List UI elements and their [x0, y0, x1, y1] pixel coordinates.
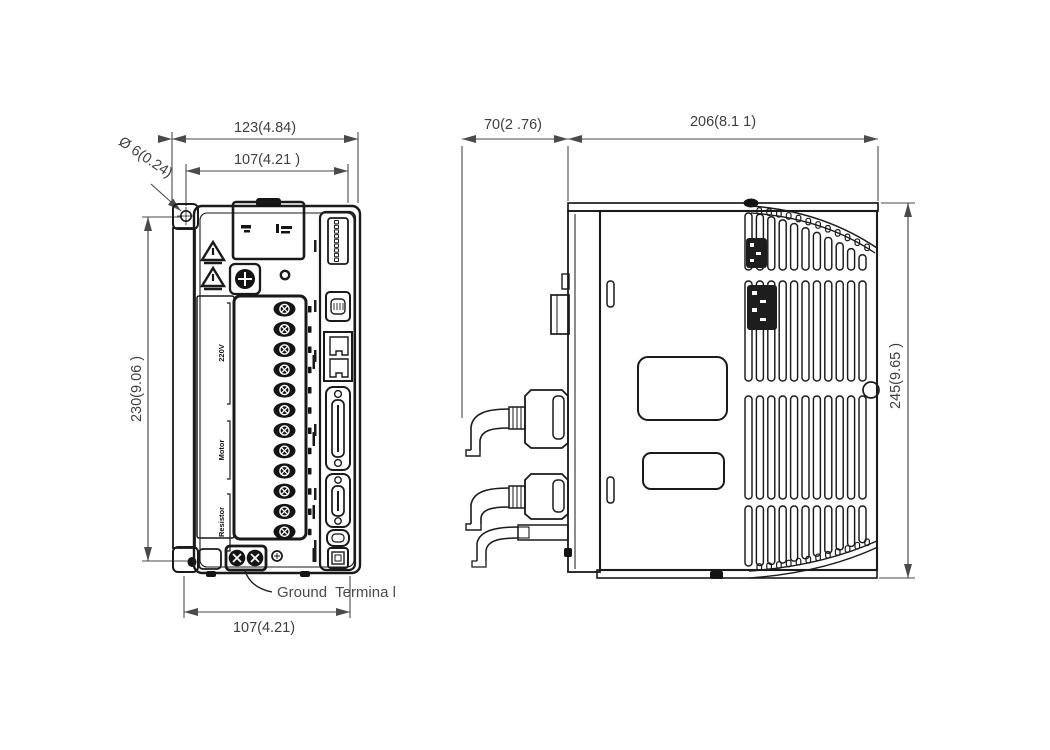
terminal-group-power-label: 220V — [217, 344, 226, 362]
dsub-connector-cn2 — [325, 473, 351, 528]
dim-height-front: 230(9.06 ) — [129, 216, 188, 562]
ground-terminal — [198, 544, 283, 572]
warning-icon — [199, 265, 227, 291]
usb-b-port — [327, 547, 349, 569]
dim-body-depth: 206(8.1 1) — [568, 114, 879, 201]
dim-bottom-width-label: 107(4.21) — [233, 620, 295, 636]
dim-overall-width-label: 123(4.84) — [234, 120, 296, 136]
port-labels — [314, 240, 317, 562]
dim-overall-width: 123(4.84) — [157, 120, 359, 203]
dsub-connector-cn1 — [325, 386, 351, 471]
ground-terminal-label: Ground Termina l — [277, 584, 396, 601]
cover-screw — [228, 262, 262, 296]
dim-mount-width-label: 107(4.21 ) — [234, 152, 300, 168]
terminal-group-resistor-label: Resistor — [217, 507, 226, 537]
front-view: 123(4.84) 107(4.21 ) Ø 6(0.24) 230(9.06 … — [115, 120, 396, 636]
dim-height-side-label: 245(9.65 ) — [888, 343, 904, 409]
dim-height-side: 245(9.65 ) — [879, 202, 915, 579]
callout-hole-diameter: Ø 6(0.24) — [115, 134, 182, 212]
ground-screw-small — [271, 550, 283, 562]
terminal-screws — [273, 301, 296, 540]
display-window — [231, 198, 306, 261]
terminal-cover: 220V Motor Resistor — [196, 295, 235, 552]
panel-hole — [279, 269, 291, 281]
small-connector — [326, 529, 350, 547]
side-hole — [862, 381, 880, 399]
side-chassis — [561, 198, 880, 579]
side-view: 70(2 .76) 206(8.1 1) 245(9.65 ) — [461, 114, 915, 579]
terminal-group-motor-label: Motor — [217, 440, 226, 461]
terminal-pin-labels — [308, 306, 315, 562]
ground-terminal-callout: Ground Termina l — [244, 570, 396, 601]
warning-icon — [199, 239, 227, 265]
dim-mount-width-top: 107(4.21 ) — [185, 152, 349, 206]
cable-connector-1 — [465, 389, 569, 457]
io-terminal-strip — [327, 217, 349, 265]
cable-connector-2 — [465, 473, 569, 531]
dim-front-depth: 70(2 .76) — [461, 117, 569, 418]
cable-connector-3 — [471, 524, 569, 568]
mini-usb-port — [325, 291, 351, 322]
dim-bottom-width: 107(4.21) — [183, 576, 351, 636]
dim-hole-label: Ø 6(0.24) — [115, 134, 175, 182]
heatsink-label — [746, 238, 777, 330]
terminal-plug-side — [550, 294, 570, 335]
side-connectors — [465, 294, 570, 568]
dim-body-depth-label: 206(8.1 1) — [690, 114, 756, 130]
dim-height-front-label: 230(9.06 ) — [129, 356, 145, 422]
power-terminal-block — [232, 294, 315, 562]
connector-column — [314, 210, 357, 572]
rj45-ports — [323, 331, 353, 382]
dim-front-depth-label: 70(2 .76) — [484, 117, 542, 133]
